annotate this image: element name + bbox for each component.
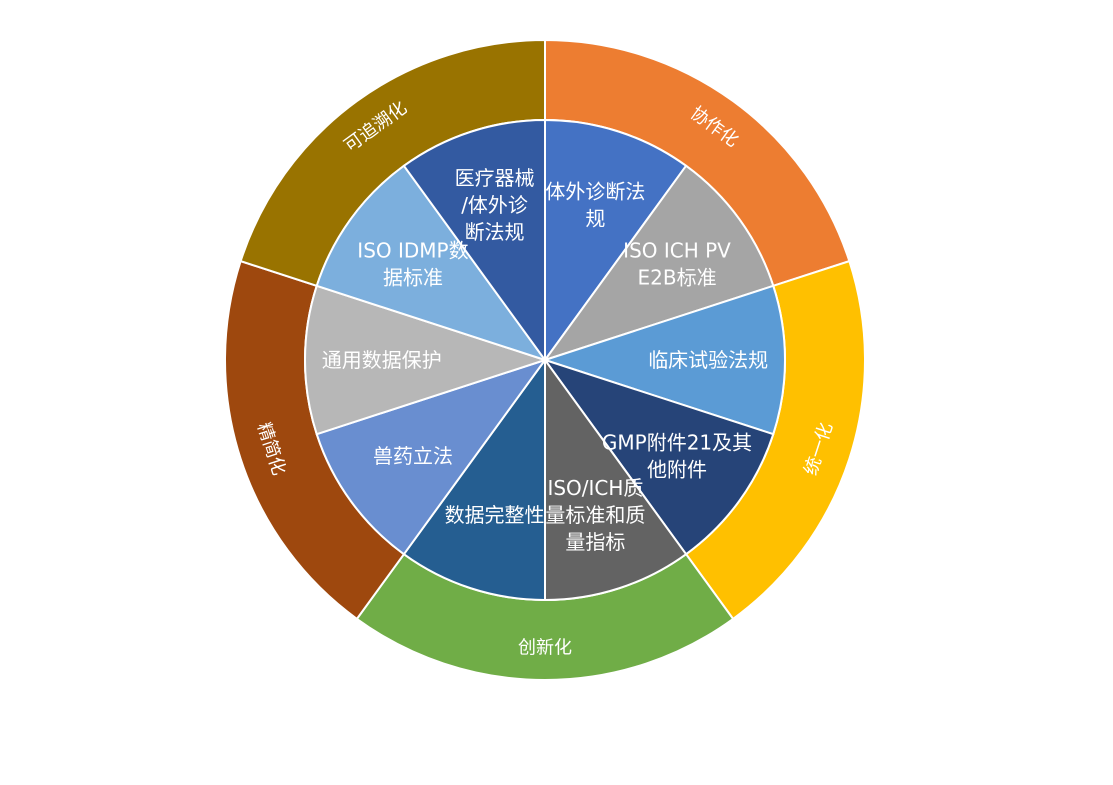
inner-ring	[303, 118, 787, 602]
inner-slice-4	[544, 356, 688, 602]
inner-label-2: 临床试验法规	[648, 348, 768, 372]
inner-slice-6	[315, 358, 548, 556]
inner-label-8: ISO IDMP数据标准	[357, 239, 468, 290]
inner-label-4: ISO/ICH质量标准和质量指标	[545, 476, 645, 554]
inner-label-0: 体外诊断法规	[545, 179, 645, 230]
inner-slice-3	[542, 358, 775, 556]
inner-label-7: 通用数据保护	[322, 348, 442, 372]
inner-slice-8	[315, 164, 548, 362]
inner-label-5: 数据完整性	[445, 503, 545, 527]
inner-slice-2	[541, 284, 787, 436]
inner-slice-7	[303, 284, 549, 436]
inner-slice-1	[542, 164, 775, 362]
inner-slice-0	[544, 118, 688, 364]
inner-label-9: 医疗器械/体外诊断法规	[455, 166, 535, 244]
inner-label-6: 兽药立法	[373, 444, 453, 468]
outer-ring	[224, 38, 866, 681]
inner-label-3: GMP附件21及其他附件	[602, 430, 752, 481]
inner-slice-9	[402, 118, 546, 364]
outer-label-2: 创新化	[518, 638, 572, 659]
inner-slice-5	[402, 356, 546, 602]
